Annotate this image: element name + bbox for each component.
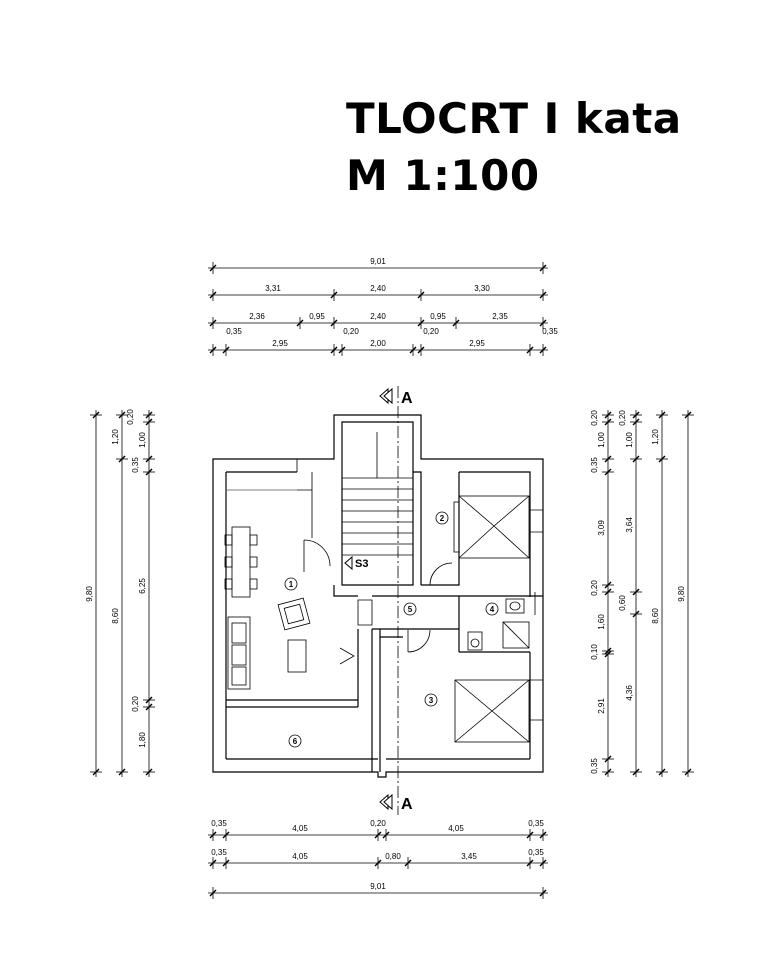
left-dimension-labels: 9,80 1,20 8,60 0,20 1,00 0,35 6,25 0,20 … (85, 409, 147, 748)
dim-top-4b: 2,95 (272, 339, 288, 348)
room-number-3: 3 (429, 696, 434, 705)
door-swings (303, 539, 453, 665)
section-mark-bottom: A (401, 796, 413, 813)
dim-right-1e: 0,20 (590, 580, 599, 596)
dim-top-4e: 0,20 (423, 327, 439, 336)
dim-top-2a: 3,31 (265, 284, 281, 293)
dim-bot-2e: 0,35 (528, 848, 544, 857)
room-marker-circles (284, 511, 499, 748)
dim-bot-2a: 0,35 (211, 848, 227, 857)
dim-right-1b: 1,00 (597, 432, 606, 448)
dim-right-1a: 0,20 (590, 410, 599, 426)
dim-top-3a: 2,36 (249, 312, 265, 321)
dim-bot-1d: 4,05 (448, 824, 464, 833)
room-number-4: 4 (490, 605, 495, 614)
dim-bot-1e: 0,35 (528, 819, 544, 828)
room-number-2: 2 (440, 514, 445, 523)
dim-bot-1b: 4,05 (292, 824, 308, 833)
top-dimension-chains (208, 262, 548, 356)
living-furniture (227, 597, 311, 690)
dim-right-2d: 0,60 (618, 595, 627, 611)
stair-label: S3 (355, 558, 368, 570)
dim-right-1f: 1,60 (597, 614, 606, 630)
right-dimension-chains (602, 410, 694, 777)
dim-right-3a: 1,20 (651, 429, 660, 445)
dim-bot-2c: 0,80 (385, 852, 401, 861)
dim-bot-2b: 4,05 (292, 852, 308, 861)
dim-top-3e: 2,35 (492, 312, 508, 321)
dim-left-2a: 1,20 (111, 429, 120, 445)
dim-top-3d: 0,95 (430, 312, 446, 321)
dim-top-2b: 2,40 (370, 284, 386, 293)
section-arrows (344, 387, 393, 811)
dining-set (224, 526, 258, 598)
dim-right-1g: 0,10 (590, 644, 599, 660)
dim-bot-1c: 0,20 (370, 819, 386, 828)
dim-right-1h: 2,91 (597, 698, 606, 714)
dim-left-3d: 6,25 (138, 578, 147, 594)
dim-top-3c: 2,40 (370, 312, 386, 321)
dim-left-3b: 1,00 (138, 432, 147, 448)
bottom-dimension-chains (208, 829, 548, 899)
dim-top-2c: 3,30 (474, 284, 490, 293)
dim-right-2a: 0,20 (618, 410, 627, 426)
dim-right-2b: 1,00 (625, 432, 634, 448)
dim-right-3b: 8,60 (651, 608, 660, 624)
dim-left-3c: 0,35 (131, 457, 140, 473)
dim-top-4a: 0,35 (226, 327, 242, 336)
dim-right-total: 9,80 (677, 586, 686, 602)
dim-right-1d: 3,09 (597, 520, 606, 536)
dim-top-4g: 0,35 (542, 327, 558, 336)
room-number-5: 5 (408, 605, 413, 614)
dim-left-total: 9,80 (85, 586, 94, 602)
plan-scale: M 1:100 (346, 151, 540, 200)
dim-top-total: 9,01 (370, 257, 386, 266)
dim-left-3a: 0,20 (126, 409, 135, 425)
bottom-dimension-labels: 0,35 4,05 0,20 4,05 0,35 0,35 4,05 0,80 … (211, 819, 544, 891)
dim-right-1c: 0,35 (590, 457, 599, 473)
dim-right-1i: 0,35 (590, 758, 599, 774)
top-dimension-labels: 9,01 3,31 2,40 3,30 2,36 0,95 2,40 0,95 … (226, 257, 558, 348)
bed-room-3 (454, 679, 530, 743)
plan-walls (212, 414, 544, 778)
bed-room-2 (453, 495, 530, 559)
section-mark-top: A (401, 390, 413, 407)
plan-title: TLOCRT I kata (346, 94, 682, 143)
dim-top-4f: 2,95 (469, 339, 485, 348)
dim-bot-2d: 3,45 (461, 852, 477, 861)
dim-left-3e: 0,20 (131, 696, 140, 712)
dim-left-3f: 1,80 (138, 732, 147, 748)
room-number-6: 6 (293, 737, 298, 746)
dim-top-4d: 2,00 (370, 339, 386, 348)
room-numbers: 1 2 3 4 5 6 (289, 514, 495, 746)
left-dimension-chains (90, 410, 155, 777)
dim-top-4c: 0,20 (343, 327, 359, 336)
dim-bot-1a: 0,35 (211, 819, 227, 828)
bathroom-fixtures (467, 598, 530, 651)
room-number-1: 1 (289, 580, 294, 589)
right-dimension-labels: 0,20 1,00 0,35 3,09 0,20 1,60 0,10 2,91 … (590, 410, 686, 774)
dim-bot-total: 9,01 (370, 882, 386, 891)
dim-right-2e: 4,36 (625, 685, 634, 701)
dim-left-2b: 8,60 (111, 608, 120, 624)
dim-top-3b: 0,95 (309, 312, 325, 321)
dim-right-2c: 3,64 (625, 517, 634, 533)
